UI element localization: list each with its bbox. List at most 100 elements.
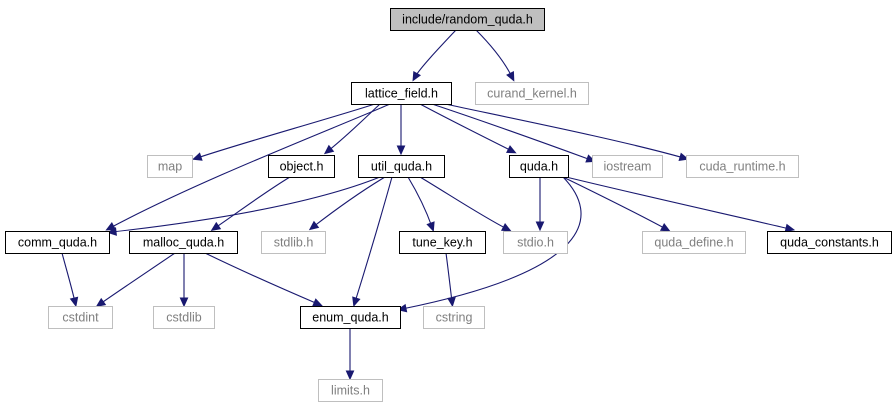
node-limits-h[interactable]: limits.h — [318, 379, 383, 402]
node-box — [147, 155, 193, 178]
node-label: map — [158, 160, 182, 174]
arrowhead — [323, 144, 335, 155]
edge-line — [312, 176, 386, 228]
node-label: malloc_quda.h — [143, 236, 224, 250]
arrowhead — [192, 152, 203, 161]
node-box — [767, 231, 892, 254]
node-label: lattice_field.h — [365, 87, 438, 101]
node-box — [261, 231, 326, 254]
node-lattice-field[interactable]: lattice_field.h — [351, 82, 452, 105]
node-label: tune_key.h — [412, 236, 472, 250]
node-quda-define[interactable]: quda_define.h — [642, 231, 746, 254]
node-random-quda[interactable]: include/random_quda.h — [390, 8, 545, 31]
node-tune-key[interactable]: tune_key.h — [399, 231, 486, 254]
arrowhead — [396, 145, 406, 156]
edge-malloc-quda-to-enum-quda — [204, 252, 323, 307]
arrowhead — [412, 70, 422, 82]
edge-line — [414, 29, 457, 78]
edge-line — [111, 176, 381, 233]
edge-malloc-quda-to-cstdlib — [179, 253, 189, 308]
edge-tune-key-to-cstring — [445, 252, 456, 308]
arrowhead — [535, 221, 545, 232]
node-stdio-h[interactable]: stdio.h — [503, 231, 568, 254]
edge-line — [109, 103, 391, 229]
node-box — [475, 82, 589, 105]
edge-line — [327, 103, 381, 152]
node-box — [129, 231, 238, 254]
node-box — [351, 82, 452, 105]
node-util-quda[interactable]: util_quda.h — [358, 155, 445, 178]
node-label: limits.h — [331, 384, 370, 398]
edge-quda-to-quda-constants — [565, 176, 796, 233]
node-map[interactable]: map — [147, 155, 193, 178]
edge-lattice-field-to-quda — [419, 103, 517, 154]
arrowhead — [210, 221, 222, 231]
arrowhead — [506, 71, 515, 82]
node-label: include/random_quda.h — [402, 13, 533, 27]
arrowhead — [784, 223, 796, 233]
arrowhead — [95, 297, 107, 307]
arrowhead — [105, 222, 117, 231]
edge-line — [204, 252, 319, 305]
node-label: quda_constants.h — [780, 236, 879, 250]
edge-util-quda-to-stdio-h — [419, 176, 512, 232]
edge-line — [444, 103, 685, 159]
node-label: object.h — [280, 160, 324, 174]
header-nodes: include/random_quda.h lattice_field.h cura… — [5, 8, 892, 402]
edge-lattice-field-to-iostream — [431, 103, 596, 163]
node-curand-kernel[interactable]: curand_kernel.h — [475, 82, 589, 105]
node-iostream[interactable]: iostream — [592, 155, 663, 178]
edge-line — [419, 103, 513, 152]
node-box — [503, 231, 568, 254]
arrowhead — [447, 297, 456, 308]
node-malloc-quda[interactable]: malloc_quda.h — [129, 231, 238, 254]
node-box — [153, 306, 215, 329]
node-label: stdlib.h — [274, 236, 314, 250]
edge-util-quda-to-stdlib-h — [308, 176, 386, 231]
node-enum-quda[interactable]: enum_quda.h — [300, 306, 401, 329]
arrowhead — [659, 223, 671, 232]
arrowhead — [500, 223, 512, 232]
node-cstdint[interactable]: cstdint — [48, 306, 113, 329]
edge-line — [445, 252, 453, 303]
node-cuda-runtime[interactable]: cuda_runtime.h — [686, 155, 799, 178]
edge-line — [419, 176, 508, 230]
node-cstring[interactable]: cstring — [423, 306, 485, 329]
node-label: quda.h — [520, 160, 558, 174]
edge-line — [431, 103, 592, 161]
node-label: cstdint — [62, 311, 99, 325]
arrowhead — [426, 221, 435, 232]
node-label: cstdlib — [166, 311, 201, 325]
node-box — [390, 8, 545, 31]
arrowhead — [308, 220, 320, 231]
edge-line — [565, 176, 791, 230]
arrowhead — [106, 227, 117, 236]
edge-line — [562, 176, 667, 230]
node-box — [358, 155, 445, 178]
edge-enum-quda-to-limits-h — [345, 328, 355, 381]
edge-util-quda-to-comm-quda — [106, 176, 381, 236]
edge-line — [475, 29, 513, 78]
node-quda-constants[interactable]: quda_constants.h — [767, 231, 892, 254]
edge-line — [401, 176, 582, 310]
node-stdlib-h[interactable]: stdlib.h — [261, 231, 326, 254]
edge-lattice-field-to-comm-quda — [105, 103, 391, 231]
edge-line — [99, 252, 176, 305]
edge-line — [61, 252, 76, 303]
edge-malloc-quda-to-cstdint — [95, 252, 176, 307]
node-object[interactable]: object.h — [268, 155, 335, 178]
node-cstdlib[interactable]: cstdlib — [153, 306, 215, 329]
node-box — [642, 231, 746, 254]
node-box — [423, 306, 485, 329]
node-label: curand_kernel.h — [487, 87, 577, 101]
edge-quda-to-stdio-h — [535, 177, 545, 232]
edge-comm-quda-to-cstdint — [61, 252, 79, 308]
node-comm-quda[interactable]: comm_quda.h — [5, 231, 110, 254]
edge-util-quda-to-tune-key — [407, 176, 435, 232]
edge-lattice-field-to-cuda-runtime — [444, 103, 690, 161]
node-quda[interactable]: quda.h — [509, 155, 569, 178]
node-label: util_quda.h — [371, 160, 432, 174]
edge-line — [196, 103, 376, 159]
node-label: iostream — [604, 160, 652, 174]
node-box — [318, 379, 383, 402]
